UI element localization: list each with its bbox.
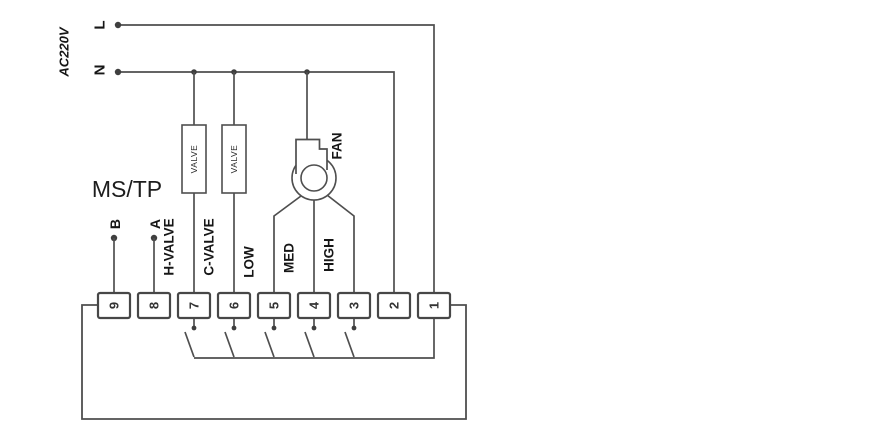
terminal-box	[176, 291, 212, 320]
terminal-block-row: 9 8 7 6 5 4 3	[96, 291, 452, 320]
terminal-box	[216, 291, 252, 320]
terminal-number: 9	[107, 302, 122, 309]
terminal-box	[96, 291, 132, 320]
high-label: HIGH	[322, 238, 337, 272]
switch-terminal-5	[264, 318, 277, 358]
terminal-7: 7	[176, 291, 212, 320]
switch-contact-dot	[351, 325, 357, 331]
live-wire-endpoint-dot	[114, 21, 122, 29]
mstp-label: MS/TP	[92, 176, 162, 202]
terminal-9: 9	[96, 291, 132, 320]
switch-blade	[264, 331, 275, 358]
comm-b-label: B	[107, 219, 123, 229]
switch-contact-dot	[311, 325, 317, 331]
switch-terminal-3	[344, 318, 357, 358]
h-valve-label: H-VALVE	[162, 218, 177, 275]
terminal-number: 8	[147, 302, 162, 309]
med-label: MED	[282, 243, 297, 273]
fan-high-wire	[326, 194, 355, 293]
neutral-wire-endpoint-dot	[114, 68, 122, 76]
switch-terminal-6	[224, 318, 237, 358]
switch-blade	[184, 331, 195, 358]
live-label: L	[92, 20, 109, 29]
valve1-box	[181, 124, 207, 194]
valve1-label: VALVE	[189, 145, 199, 174]
valve2-box	[221, 124, 247, 194]
terminal-2: 2	[376, 291, 412, 320]
switch-common-bus	[194, 318, 435, 359]
terminal-box	[296, 291, 332, 320]
terminal-number: 5	[267, 302, 282, 309]
terminal-number: 1	[427, 302, 442, 309]
terminal-5: 5	[256, 291, 292, 320]
terminal-3: 3	[336, 291, 372, 320]
live-wire-to-terminal-1	[118, 24, 435, 293]
terminal-4: 4	[296, 291, 332, 320]
ac220v-label: AC220V	[57, 26, 72, 77]
terminal-number: 6	[227, 302, 242, 309]
fan-duct-outline	[295, 138, 328, 174]
terminal-1: 1	[416, 291, 452, 320]
terminal-box	[416, 291, 452, 320]
terminal-number: 2	[387, 302, 402, 309]
controller-outline	[81, 304, 467, 420]
terminal-box	[336, 291, 372, 320]
terminal-box	[376, 291, 412, 320]
c-valve-label: C-VALVE	[202, 218, 217, 275]
fan-inner-circle	[300, 164, 328, 192]
switch-terminal-4	[304, 318, 317, 358]
switch-contact-dot	[231, 325, 237, 331]
terminal-8: 8	[136, 291, 172, 320]
switch-contact-dot	[191, 325, 197, 331]
neutral-wire-to-terminal-2	[118, 71, 395, 293]
switch-blade	[344, 331, 355, 358]
fan-low-wire	[273, 195, 302, 293]
terminal-box	[256, 291, 292, 320]
low-label: LOW	[242, 246, 257, 278]
neutral-label: N	[92, 65, 109, 76]
switch-blade	[224, 331, 235, 358]
terminal-number: 4	[307, 301, 322, 309]
switch-blade	[304, 331, 315, 358]
fan-label: FAN	[330, 133, 345, 160]
switch-contact-dot	[271, 325, 277, 331]
terminal-6: 6	[216, 291, 252, 320]
comm-a-label: A	[147, 219, 163, 229]
terminal-box	[136, 291, 172, 320]
terminal-number: 3	[347, 302, 362, 309]
valve2-label: VALVE	[229, 145, 239, 174]
terminal-number: 7	[187, 302, 202, 309]
switch-terminal-7	[184, 318, 197, 358]
